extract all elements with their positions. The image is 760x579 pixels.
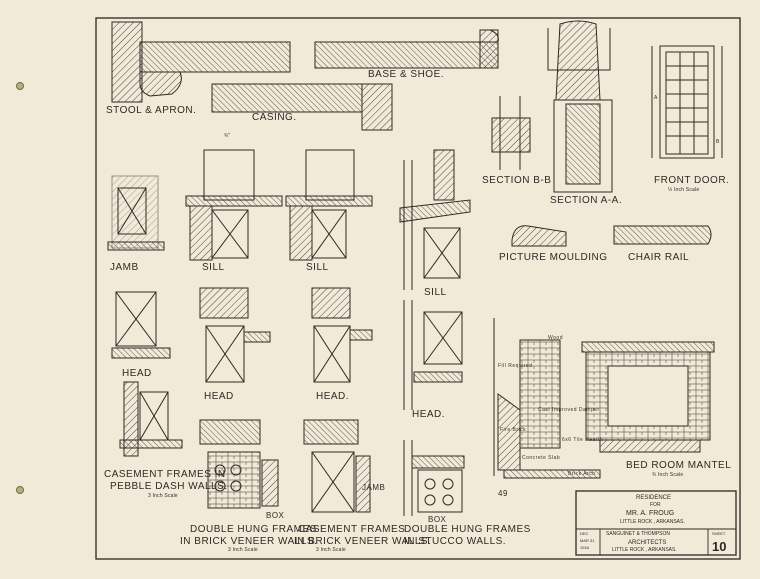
bed-room-mantel-section <box>493 318 601 479</box>
label-head-3: HEAD. <box>316 391 350 402</box>
title-date-3: 1918 <box>580 545 589 550</box>
label-sill-2: SILL <box>306 262 329 273</box>
title-architects-3: LITTLE ROCK , ARKANSAS. <box>612 547 677 553</box>
mantel-note-concrete: Concrete Slab <box>522 455 561 461</box>
label-double-hung-brick-2: IN BRICK VENEER WALLS. <box>180 536 318 547</box>
mantel-note-tile: 6x6 Tile Hearth <box>562 437 604 443</box>
chair-rail-detail <box>613 225 712 245</box>
bed-room-mantel-elevation <box>581 341 715 453</box>
label-jamb-2: JAMB <box>362 483 386 492</box>
label-head-2: HEAD <box>204 391 234 402</box>
label-casement-pebble-2: PEBBLE DASH WALLS. <box>110 481 228 492</box>
head-detail-1 <box>111 291 171 359</box>
mantel-note-brick-arch: Brick Arch <box>568 471 596 477</box>
label-sill-1: SILL <box>202 262 225 273</box>
label-sill-3: SILL <box>424 287 447 298</box>
casing-detail <box>211 83 393 131</box>
mantel-note-damper: Cast Improved Damper <box>538 407 600 413</box>
label-jamb-1: JAMB <box>110 262 139 273</box>
title-block-frame <box>575 490 737 556</box>
label-bed-room-mantel-scale: ¾ Inch Scale <box>652 472 684 478</box>
casement-pebble-dash-detail <box>119 381 183 457</box>
label-stool-apron: STOOL & APRON. <box>106 105 197 116</box>
picture-moulding-detail <box>511 225 567 247</box>
title-residence: RESIDENCE <box>636 495 672 501</box>
sill-detail-1 <box>185 149 283 261</box>
head-detail-3 <box>311 287 373 383</box>
label-casement-brick-2: IN BRICK VENEER WALLS. <box>294 536 432 547</box>
casement-brick-detail <box>303 419 371 513</box>
section-bb-detail <box>491 96 531 170</box>
page-mark: 49 <box>498 489 508 498</box>
label-front-door-scale: ½ Inch Scale <box>668 187 700 193</box>
title-sheet-label: SHEET <box>712 531 726 536</box>
dimension-a: A <box>654 95 658 101</box>
label-base-shoe: BASE & SHOE. <box>368 69 445 80</box>
title-architects-1: SANGUINET & THOMPSON <box>606 531 670 537</box>
label-double-hung-stucco-1: DOUBLE HUNG FRAMES <box>404 524 531 535</box>
label-front-door: FRONT DOOR. <box>654 175 730 186</box>
mantel-note-wood: Wood <box>548 335 563 341</box>
double-hung-brick-detail <box>199 419 279 509</box>
label-chair-rail: CHAIR RAIL <box>628 252 690 263</box>
front-door-elevation <box>651 45 723 159</box>
section-aa-detail <box>547 20 613 193</box>
label-section-bb: SECTION B-B <box>482 175 552 186</box>
title-date-1: DEC <box>580 531 589 536</box>
label-head-4: HEAD. <box>412 409 446 420</box>
title-architects-2: ARCHITECTS <box>628 540 667 546</box>
stool-apron-detail <box>111 21 291 103</box>
title-location: LITTLE ROCK , ARKANSAS. <box>620 519 685 525</box>
title-client: MR. A. FROUG <box>626 510 675 517</box>
label-casement-pebble-scale: 3 Inch Scale <box>148 493 178 499</box>
double-hung-stucco-detail <box>403 440 465 516</box>
label-casement-brick-scale: 3 Inch Scale <box>316 547 346 553</box>
head-detail-2 <box>199 287 271 383</box>
head-detail-4 <box>403 300 463 410</box>
base-shoe-detail <box>314 29 499 69</box>
binding-hole-bottom <box>16 486 24 494</box>
dimension-b: B <box>716 139 720 145</box>
jamb-detail-1 <box>107 175 165 251</box>
sheet-border <box>95 17 741 560</box>
mantel-note-fill: Fill Required <box>498 363 533 369</box>
label-box-1: BOX <box>266 511 285 520</box>
sill-detail-2 <box>285 149 373 261</box>
label-double-hung-brick-scale: 3 Inch Scale <box>228 547 258 553</box>
label-section-aa: SECTION A-A. <box>550 195 623 206</box>
dimension-three-quarter: ¾" <box>224 133 231 139</box>
label-bed-room-mantel: BED ROOM MANTEL <box>626 460 732 471</box>
title-sheet-number: 10 <box>712 539 727 554</box>
label-casement-pebble-1: CASEMENT FRAMES IN <box>104 469 226 480</box>
label-double-hung-brick-1: DOUBLE HUNG FRAMES <box>190 524 317 535</box>
binding-hole-top <box>16 82 24 90</box>
label-double-hung-stucco-2: IN STUCCO WALLS. <box>404 536 507 547</box>
title-date-2: MAR 31 <box>580 538 595 543</box>
label-head-1: HEAD <box>122 368 152 379</box>
title-for: FOR <box>650 502 661 508</box>
label-casement-brick-1: CASEMENT FRAMES <box>298 524 406 535</box>
sill-detail-3 <box>399 149 471 290</box>
mantel-note-fire-brick: Fire Brick <box>500 427 527 433</box>
label-box-2: BOX <box>428 515 447 524</box>
label-picture-moulding: PICTURE MOULDING <box>499 252 608 263</box>
label-casing: CASING. <box>252 112 297 123</box>
